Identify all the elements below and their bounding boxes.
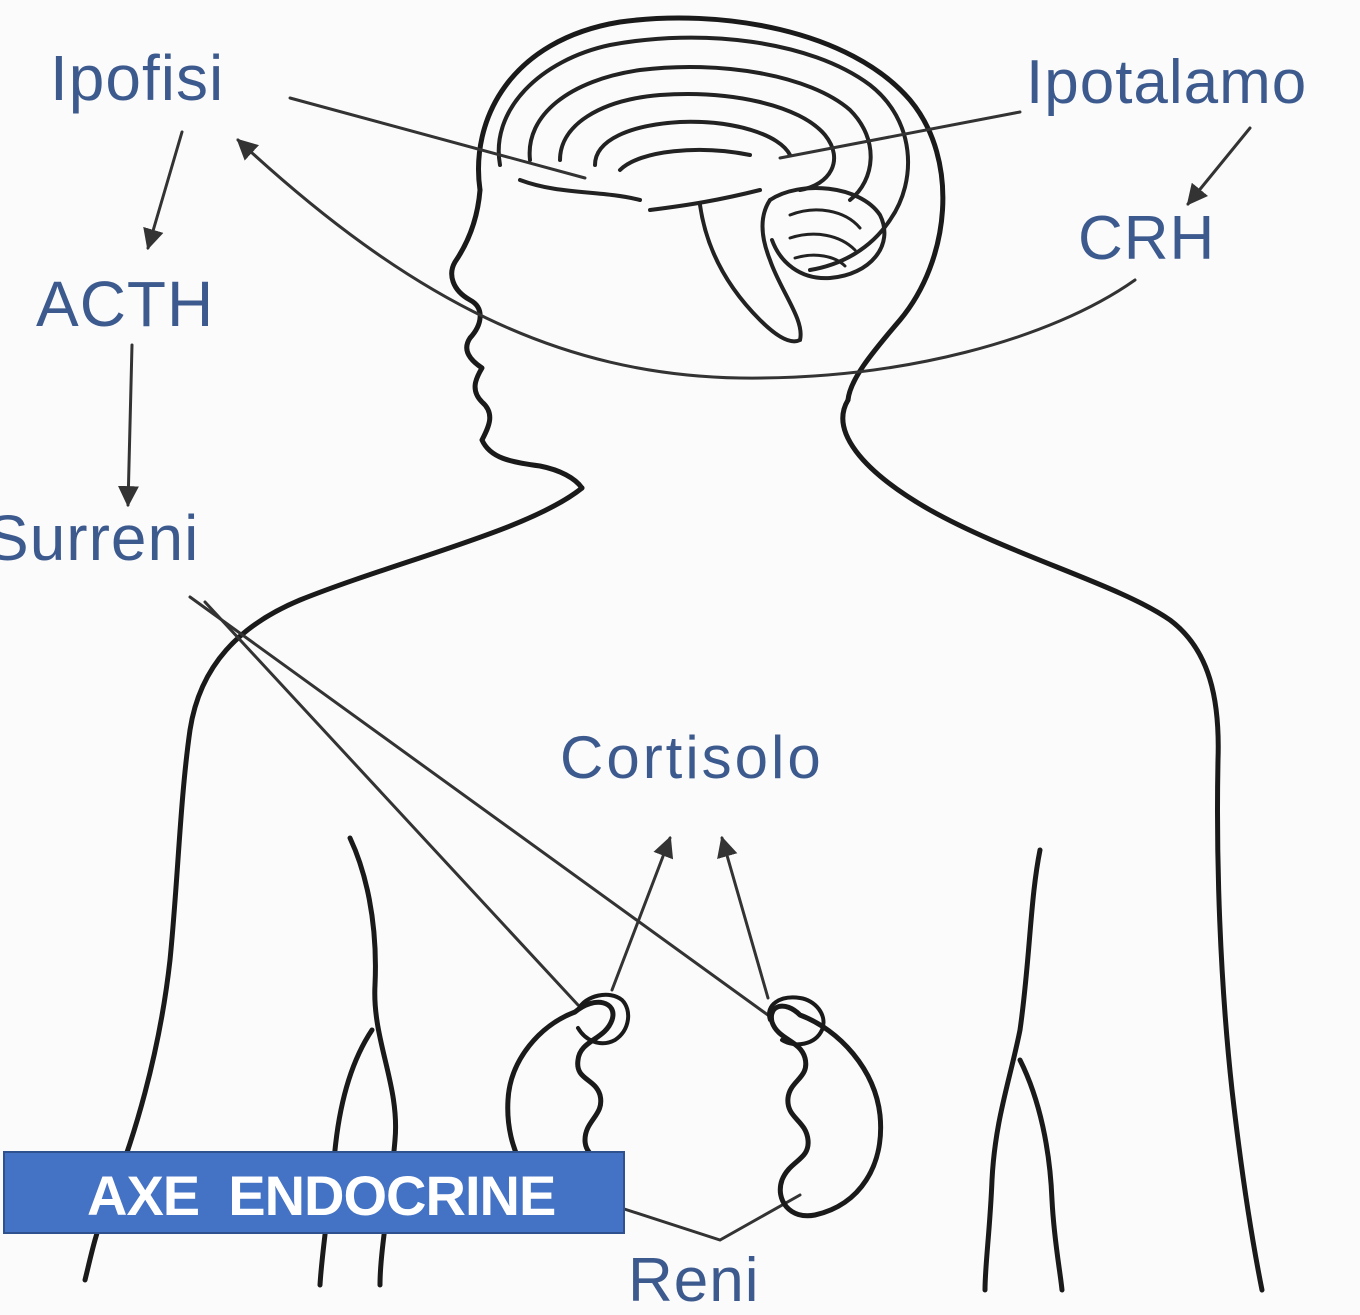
right-kidney (771, 1006, 880, 1216)
reni-pointer-lines (612, 1195, 800, 1240)
ipofisi-label: Ipofisi (50, 46, 224, 110)
ipofisi-pointer-line (290, 98, 585, 178)
brain-inner-3 (595, 122, 790, 165)
adrenal-left-to-cortisolo-arrow (612, 838, 670, 990)
ipotalamo-to-crh-arrow (1188, 128, 1250, 204)
brain-corpus (620, 150, 750, 170)
right-arm-fold (1020, 1060, 1062, 1290)
right-arm-inner (985, 850, 1040, 1290)
acth-to-surreni-arrow (128, 345, 132, 505)
brain-icon (499, 38, 908, 342)
crh-label: CRH (1078, 208, 1215, 270)
banner-title: AXE ENDOCRINE (87, 1163, 555, 1228)
adrenal-right-to-cortisolo-arrow (722, 838, 768, 998)
cortisolo-label: Cortisolo (560, 728, 824, 788)
right-shoulder (843, 400, 1262, 1290)
brain-inner-2 (560, 94, 834, 190)
ipofisi-to-acth-arrow (148, 132, 182, 248)
surreni-pointer-left (205, 602, 578, 1005)
surreni-label: Surreni (0, 506, 199, 570)
reni-label: Reni (628, 1250, 760, 1312)
acth-label: ACTH (36, 272, 214, 336)
surreni-pointer-right (190, 597, 772, 1018)
ipotalamo-label: Ipotalamo (1026, 52, 1307, 114)
brain-gyri (520, 180, 760, 210)
crh-to-ipofisi-arrow (238, 140, 1135, 378)
title-banner: AXE ENDOCRINE (3, 1151, 625, 1234)
brainstem (700, 200, 801, 341)
brain-inner-1 (530, 67, 871, 200)
face-profile (452, 190, 582, 488)
